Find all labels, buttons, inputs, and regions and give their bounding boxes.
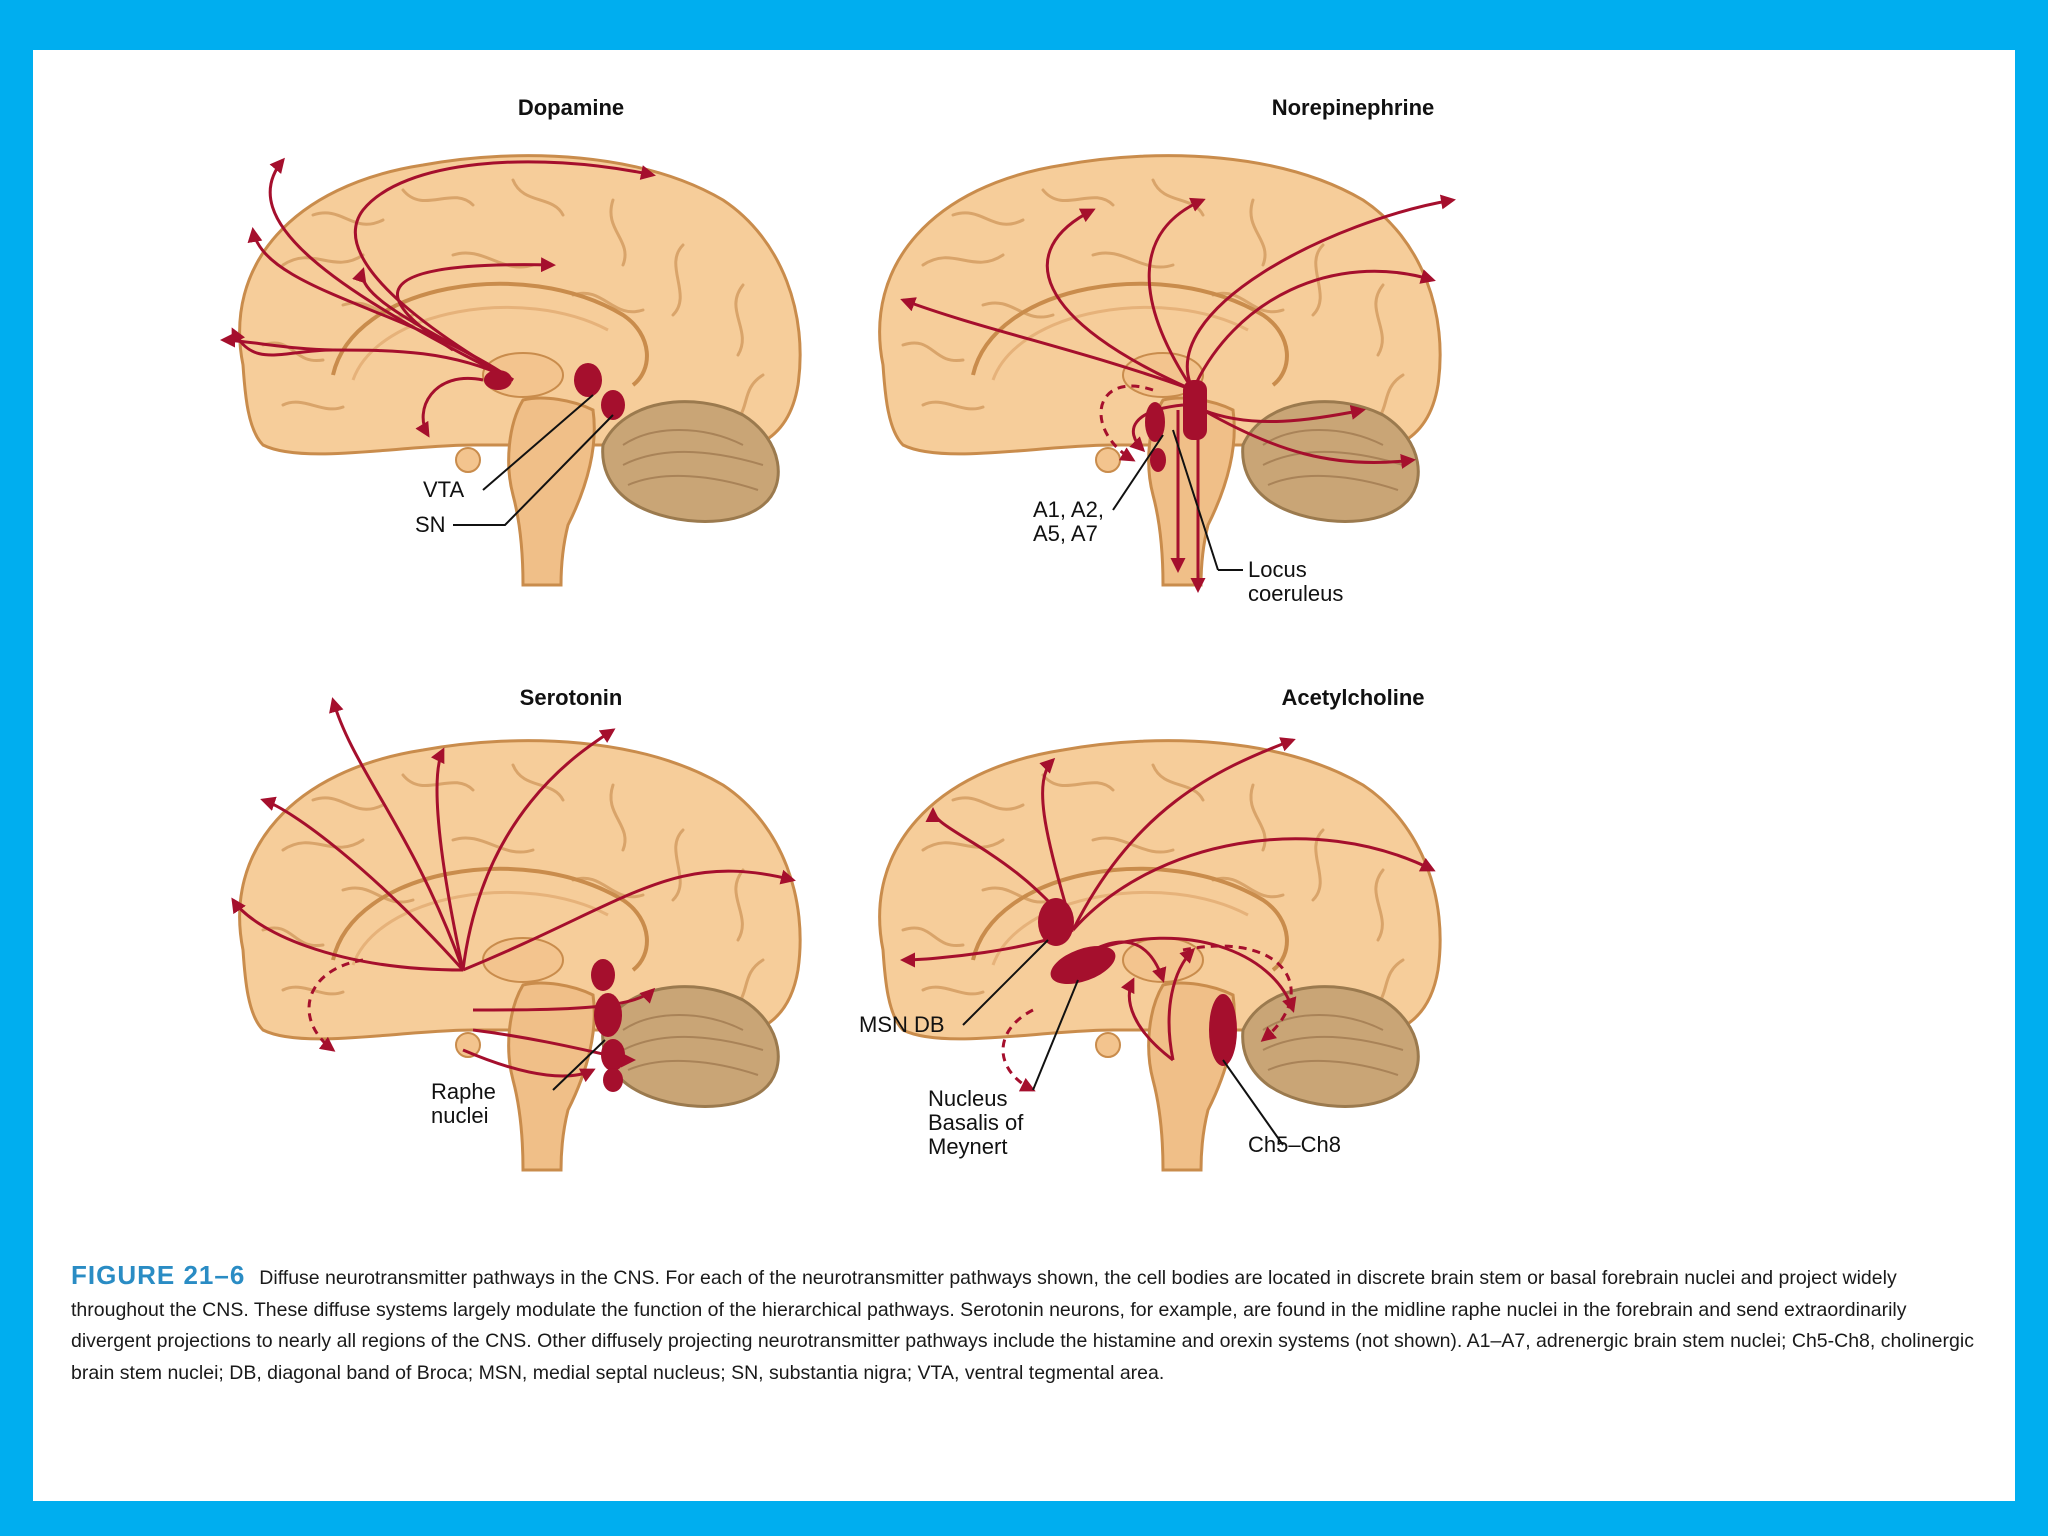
ch5-ch8-nucleus xyxy=(1209,994,1237,1066)
sn-nucleus-1 xyxy=(574,363,602,397)
panel-title-serotonin: Serotonin xyxy=(321,685,821,711)
figure-label: FIGURE 21–6 xyxy=(71,1260,245,1290)
label-raphe-nuclei: Raphe nuclei xyxy=(431,1080,496,1128)
vta-nucleus xyxy=(484,370,512,390)
norepinephrine-brain xyxy=(880,156,1441,585)
panel-title-acetylcholine: Acetylcholine xyxy=(1103,685,1603,711)
label-vta: VTA xyxy=(423,478,464,502)
label-msn-db: MSN DB xyxy=(859,1013,945,1037)
label-locus-coeruleus: Locus coeruleus xyxy=(1248,558,1343,606)
raphe-nucleus-4 xyxy=(603,1068,623,1092)
label-a-groups: A1, A2, A5, A7 xyxy=(1033,498,1104,546)
figure-slide: Dopamine Norepinephrine Serotonin Acetyl… xyxy=(33,50,2015,1501)
label-nucleus-basalis: Nucleus Basalis of Meynert xyxy=(928,1087,1023,1159)
locus-coeruleus-nucleus xyxy=(1183,380,1207,440)
raphe-nucleus-1 xyxy=(591,959,615,991)
msn-db-nucleus xyxy=(1038,898,1074,946)
panel-title-norepinephrine: Norepinephrine xyxy=(1103,95,1603,121)
serotonin-brain xyxy=(240,741,801,1170)
panel-title-dopamine: Dopamine xyxy=(321,95,821,121)
label-sn: SN xyxy=(415,513,446,537)
dopamine-brain xyxy=(240,156,801,585)
raphe-nucleus-3 xyxy=(601,1039,625,1071)
raphe-nucleus-2 xyxy=(594,993,622,1037)
label-ch5-ch8: Ch5–Ch8 xyxy=(1248,1133,1341,1157)
caption-text: Diffuse neurotransmitter pathways in the… xyxy=(71,1267,1974,1384)
